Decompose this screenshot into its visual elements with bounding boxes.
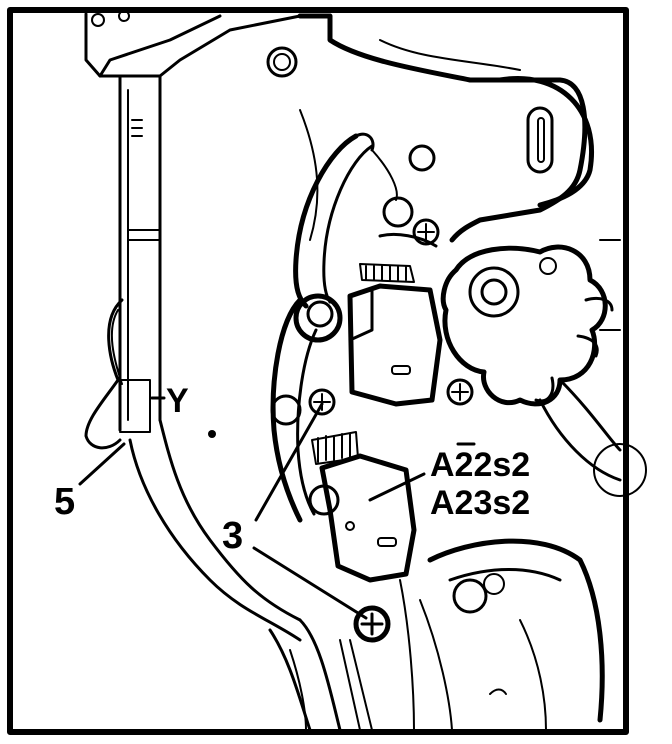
leader-5 [78, 442, 126, 486]
left-rail [84, 10, 302, 433]
callout-switch-b: A23s2 [430, 484, 530, 522]
slotted-plate [497, 76, 594, 208]
housing-body [128, 13, 588, 732]
callout-5: 5 [54, 481, 75, 523]
upper-switch-body [347, 232, 474, 407]
callout-3: 3 [222, 515, 243, 557]
leader-lines [78, 396, 426, 620]
lever-arm [293, 132, 398, 309]
gear-sector [538, 378, 647, 497]
lower-rails [289, 639, 373, 731]
leader-switch [368, 472, 426, 502]
gear-cam [440, 239, 621, 407]
lower-plate [399, 538, 605, 731]
leader-3-lower [252, 546, 368, 620]
upper-fasteners [266, 46, 440, 246]
middle-lever [270, 297, 318, 523]
cable-loop [84, 298, 124, 450]
callout-switch-a: A22s2 [430, 446, 530, 484]
figure-border [7, 7, 629, 735]
lower-switch-body [308, 431, 417, 583]
y-marker-label: Y [166, 382, 189, 420]
bottom-screw [353, 605, 391, 643]
leader-3-upper [254, 402, 324, 522]
